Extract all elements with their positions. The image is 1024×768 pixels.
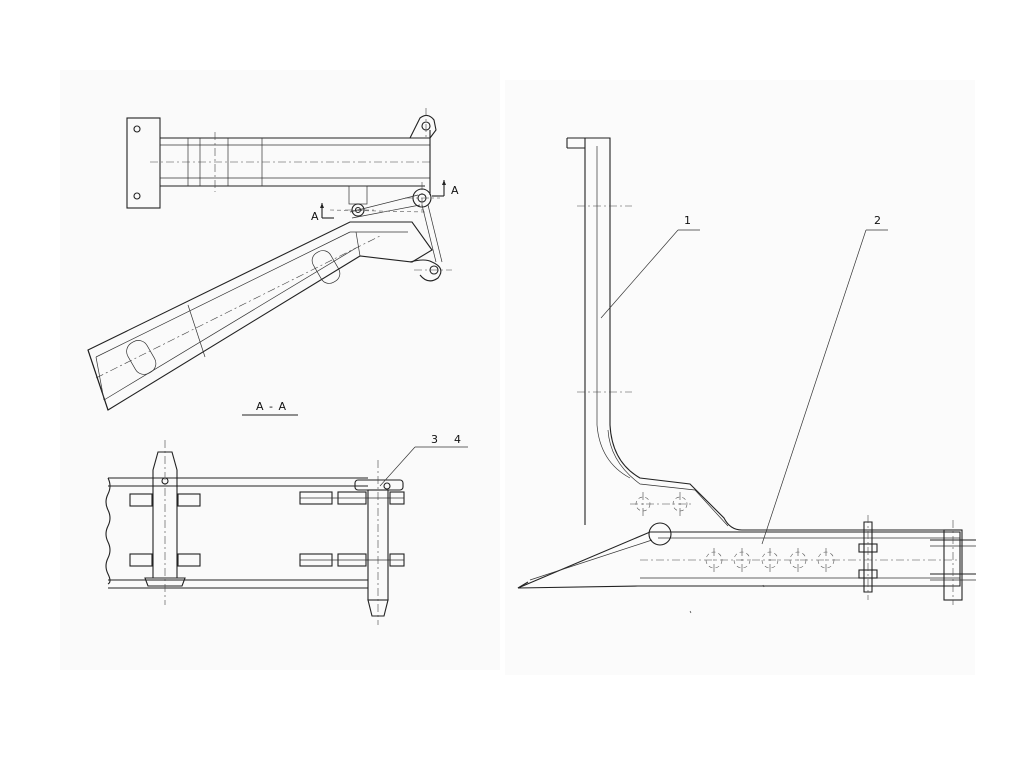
section-mark-right: A [451, 184, 459, 197]
vertical-shank [567, 137, 960, 531]
break-line [105, 477, 111, 585]
inclined-arm [87, 221, 433, 411]
callout-1: 1 [684, 214, 691, 227]
side-view: 1 2 [517, 137, 976, 614]
base-beam [517, 531, 961, 589]
plan-view: A A [87, 108, 459, 411]
scan-background-right [505, 80, 975, 675]
callout-4: 4 [454, 433, 461, 446]
callout-2: 2 [874, 214, 881, 227]
section-title: A - A [256, 400, 287, 413]
section-a-a: A - A 3 4 [105, 400, 468, 625]
scan-background-left [60, 70, 500, 670]
callout-3: 3 [431, 433, 438, 446]
section-mark-left: A [311, 210, 319, 223]
